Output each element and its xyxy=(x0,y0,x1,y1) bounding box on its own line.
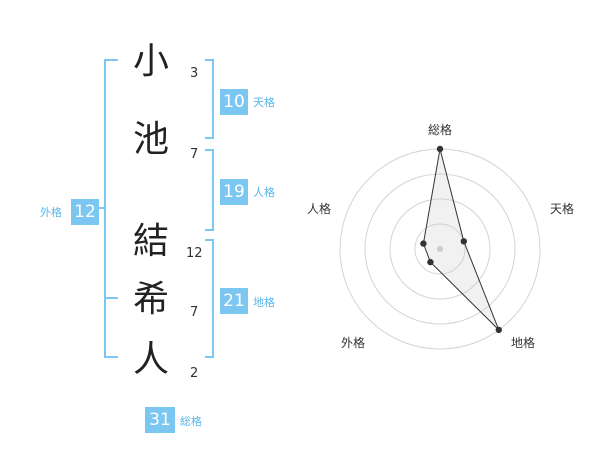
radar-point-3 xyxy=(427,258,434,266)
tenkaku-value-badge: 10 xyxy=(220,89,248,115)
radar-axis-label-tenkaku: 天格 xyxy=(550,202,575,216)
stroke-count-4: 7 xyxy=(190,305,199,320)
stroke-count-5: 2 xyxy=(190,366,199,381)
stroke-count-1: 3 xyxy=(190,66,199,81)
radar-point-4 xyxy=(420,240,427,247)
soukaku-label: 総格 xyxy=(180,415,202,428)
radar-axis-label-chikaku: 地格 xyxy=(511,336,536,350)
radar-axis-label-gaikaku: 外格 xyxy=(341,336,366,350)
tenkaku-bracket xyxy=(205,59,214,139)
radar-series xyxy=(420,145,502,334)
radar-point-1 xyxy=(460,238,467,245)
radar-point-0 xyxy=(436,145,444,153)
radar-axis-label-soukaku: 総格 xyxy=(428,123,453,137)
radar-ring-2 xyxy=(389,198,491,300)
radar-axis-label-jinkaku: 人格 xyxy=(307,202,332,216)
radar-point-2 xyxy=(495,326,502,334)
tenkaku-label: 天格 xyxy=(253,96,275,109)
name-char-4: 希 xyxy=(132,279,169,320)
radar-center-dot xyxy=(437,246,443,252)
jinkaku-value-badge: 19 xyxy=(220,179,248,205)
chikaku-label: 地格 xyxy=(253,296,275,309)
gaikaku-value-badge: 12 xyxy=(71,199,99,225)
gaikaku-label: 外格 xyxy=(40,206,62,219)
name-char-5: 人 xyxy=(132,339,169,380)
jinkaku-bracket xyxy=(205,149,214,231)
radar-ring-3 xyxy=(364,173,516,325)
chikaku-value-badge: 21 xyxy=(220,288,248,314)
name-char-1: 小 xyxy=(132,41,169,82)
radar-ring-1 xyxy=(414,223,466,275)
name-char-3: 結 xyxy=(132,221,169,262)
soukaku-value-badge: 31 xyxy=(145,407,175,433)
chikaku-bracket xyxy=(205,239,214,358)
name-char-2: 池 xyxy=(132,119,169,160)
stroke-count-2: 7 xyxy=(190,147,199,162)
stroke-count-3: 12 xyxy=(186,246,203,261)
jinkaku-label: 人格 xyxy=(253,186,275,199)
radar-series-polygon xyxy=(422,148,500,331)
